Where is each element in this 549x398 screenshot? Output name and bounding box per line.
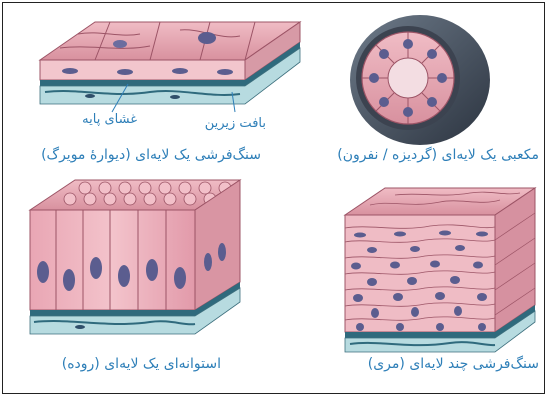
- simple-cuboidal-illustration: [350, 15, 490, 145]
- simple-columnar-illustration: [30, 180, 240, 334]
- underlying-tissue-label: بافت زیرین: [205, 116, 266, 132]
- stratified-squamous-illustration: [345, 188, 535, 352]
- caption-simple-columnar: استوانه‌ای یک لایه‌ای (روده): [62, 356, 221, 372]
- caption-stratified-squamous: سنگ‌فرشی چند لایه‌ای (مری): [368, 356, 539, 372]
- basement-membrane-label: غشای پایه: [82, 112, 137, 128]
- caption-simple-cuboidal: مکعبی یک لایه‌ای (گردیزه / نفرون): [337, 147, 539, 163]
- simple-squamous-illustration: [40, 22, 300, 112]
- caption-simple-squamous: سنگ‌فرشی یک لایه‌ای (دیوارهٔ مویرگ): [41, 147, 261, 163]
